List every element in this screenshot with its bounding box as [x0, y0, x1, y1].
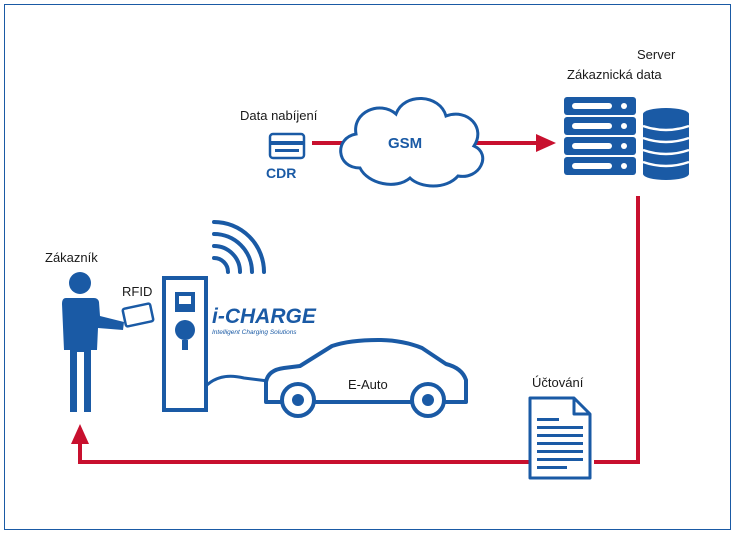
customer-label: Zákazník — [45, 250, 98, 265]
billing-label: Účtování — [532, 375, 584, 390]
customer-data-label: Zákaznická data — [567, 67, 662, 82]
car-icon — [264, 338, 468, 418]
server-label: Server — [637, 47, 676, 62]
charging-station-icon — [162, 276, 208, 412]
cdr-label: CDR — [266, 165, 296, 181]
diagram-frame — [4, 4, 731, 530]
rfid-card-icon — [121, 302, 155, 328]
customer-arrowhead — [71, 424, 89, 444]
billing-to-customer-line — [78, 442, 530, 464]
server-to-billing-line — [594, 196, 640, 464]
e-auto-label: E-Auto — [348, 377, 388, 392]
invoice-document-icon — [528, 396, 592, 480]
person-icon — [62, 272, 124, 412]
gsm-label: GSM — [388, 135, 422, 152]
database-icon — [642, 108, 690, 180]
server-rack-icon — [564, 97, 636, 175]
charging-cable — [204, 374, 277, 388]
server-arrowhead — [536, 134, 556, 152]
cloud-icon — [339, 97, 485, 188]
charging-data-label: Data nabíjení — [240, 108, 318, 123]
rfid-label: RFID — [122, 284, 152, 299]
brand-logo: i-CHARGE — [212, 305, 317, 328]
card-icon — [268, 132, 306, 160]
brand-tagline: Intelligent Charging Solutions — [212, 329, 297, 336]
wireless-signal-icon — [212, 220, 266, 274]
